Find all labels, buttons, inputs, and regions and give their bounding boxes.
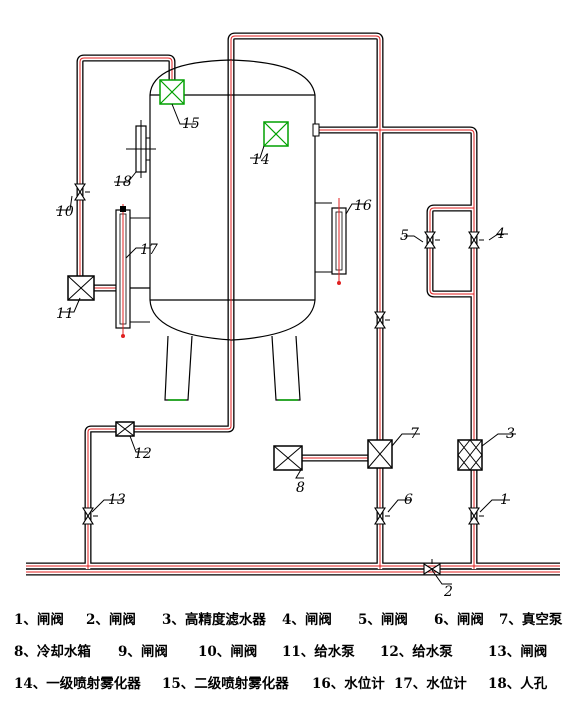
label-4: 4 (495, 226, 505, 242)
valves (74, 183, 484, 575)
valve-icon (74, 183, 86, 201)
water-level-gauge-16 (315, 198, 347, 285)
atomizer-14 (263, 121, 289, 147)
manhole-18 (126, 120, 156, 178)
legend-item: 13、闸阀 (488, 644, 548, 660)
legend-item: 15、二级喷射雾化器 (162, 676, 289, 692)
label-1: 1 (500, 492, 509, 508)
legend-item: 6、闸阀 (434, 612, 484, 628)
valve-icon (468, 507, 480, 525)
label-7: 7 (410, 426, 419, 442)
label-14: 14 (252, 152, 270, 168)
high-precision-filter-3 (457, 439, 483, 471)
valve-icon (423, 563, 441, 575)
number-labels: 1 2 3 4 5 6 7 8 10 11 12 13 14 15 16 17 … (56, 116, 515, 600)
legend-item: 14、一级喷射雾化器 (14, 676, 141, 692)
label-16: 16 (354, 198, 372, 214)
legend-item: 2、闸阀 (86, 612, 136, 628)
pipe-segment (427, 205, 474, 297)
legend-item: 7、真空泵 (499, 612, 563, 628)
label-15: 15 (182, 116, 200, 132)
legend-item: 5、闸阀 (358, 612, 408, 628)
pipe-segment (426, 204, 474, 298)
feed-pump-12 (115, 421, 135, 437)
cooling-water-tank-8 (273, 445, 303, 471)
legend-item: 8、冷却水箱 (14, 644, 91, 660)
legend-item: 18、人孔 (488, 676, 548, 692)
feed-pump-11 (67, 275, 95, 301)
legend-item: 1、闸阀 (14, 612, 64, 628)
label-11: 11 (56, 306, 74, 322)
valve-icon (374, 507, 386, 525)
legend-item: 10、闸阀 (198, 644, 258, 660)
atomizer-15 (159, 79, 185, 105)
leader-lines (56, 103, 516, 585)
legend-item: 17、水位计 (394, 676, 467, 692)
label-18: 18 (114, 174, 132, 190)
pipe-segment (79, 57, 173, 289)
label-2: 2 (443, 584, 453, 600)
legend-item: 12、给水泵 (380, 644, 453, 660)
pipe-segment (429, 207, 474, 295)
label-10: 10 (56, 204, 74, 220)
valve-icon (374, 311, 386, 329)
legend-item: 16、水位计 (312, 676, 385, 692)
label-3: 3 (506, 426, 515, 442)
label-13: 13 (108, 492, 126, 508)
pipe-network (26, 32, 560, 576)
label-12: 12 (134, 446, 152, 462)
vacuum-pump-7 (367, 439, 393, 469)
label-5: 5 (400, 228, 409, 244)
legend-item: 4、闸阀 (282, 612, 332, 628)
label-6: 6 (404, 492, 413, 508)
legend-item: 9、闸阀 (118, 644, 168, 660)
pipe-segment (316, 129, 475, 569)
process-flow-diagram: 1 2 3 4 5 6 7 8 10 11 12 13 14 15 16 17 … (26, 32, 560, 600)
label-8: 8 (296, 480, 305, 496)
pipe-segment (84, 32, 384, 569)
valve-icon (424, 231, 436, 249)
water-level-gauge-17 (115, 204, 150, 338)
legend-item: 3、高精度滤水器 (162, 612, 266, 628)
valve-icon (82, 507, 94, 525)
valve-icon (468, 231, 480, 249)
legend-item: 11、给水泵 (282, 644, 355, 660)
label-17: 17 (140, 242, 158, 258)
